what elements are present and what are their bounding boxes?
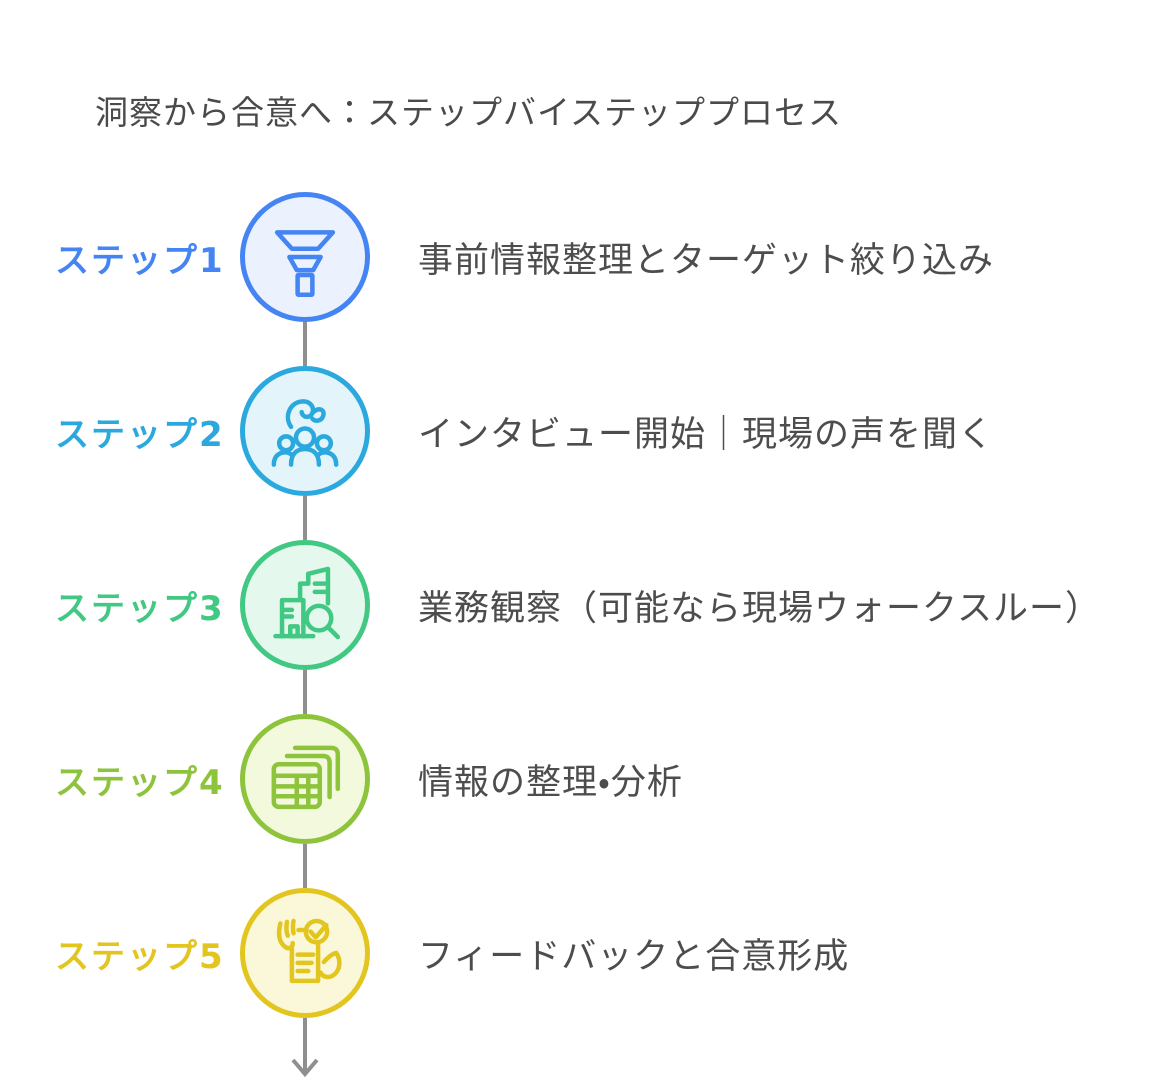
step-3-label: ステップ3 xyxy=(55,588,225,629)
step-1-circle xyxy=(240,192,370,322)
step-row-1: ステップ1 事前情報整理とターゲット絞り込み xyxy=(0,192,1149,322)
step-2-description: インタビュー開始｜現場の声を聞く xyxy=(418,414,995,455)
step-row-4: ステップ4 情報の整理・分析 xyxy=(0,714,1149,844)
step-3-description: 業務観察（可能なら現場ウォークスルー） xyxy=(418,588,1101,629)
connector-line-4 xyxy=(303,844,307,888)
step-1-label: ステップ1 xyxy=(55,240,225,281)
site-observation-icon xyxy=(264,564,346,646)
funnel-icon xyxy=(264,216,346,298)
step-1-description: 事前情報整理とターゲット絞り込み xyxy=(418,240,995,281)
down-arrow-icon xyxy=(291,1018,319,1078)
step-2-label: ステップ2 xyxy=(55,414,225,455)
page-title: 洞察から合意へ：ステップバイステッププロセス xyxy=(95,93,843,132)
step-row-2: ステップ2 インタビュー開始｜現場の声を聞く xyxy=(0,366,1149,496)
data-tables-icon xyxy=(264,738,346,820)
connector-line-2 xyxy=(303,496,307,540)
feedback-document-icon xyxy=(264,912,346,994)
step-row-3: ステップ3 業務観察（可能なら現場ウォークスルー） xyxy=(0,540,1149,670)
step-2-circle xyxy=(240,366,370,496)
step-4-circle xyxy=(240,714,370,844)
interview-group-icon xyxy=(264,390,346,472)
step-5-circle xyxy=(240,888,370,1018)
connector-line-1 xyxy=(303,322,307,366)
step-4-label: ステップ4 xyxy=(55,762,225,803)
step-4-description: 情報の整理・分析 xyxy=(418,762,683,803)
connector-line-3 xyxy=(303,670,307,714)
step-row-5: ステップ5 フィードバックと合意形成 xyxy=(0,888,1149,1018)
step-3-circle xyxy=(240,540,370,670)
step-5-label: ステップ5 xyxy=(55,936,225,977)
step-5-description: フィードバックと合意形成 xyxy=(418,936,850,977)
